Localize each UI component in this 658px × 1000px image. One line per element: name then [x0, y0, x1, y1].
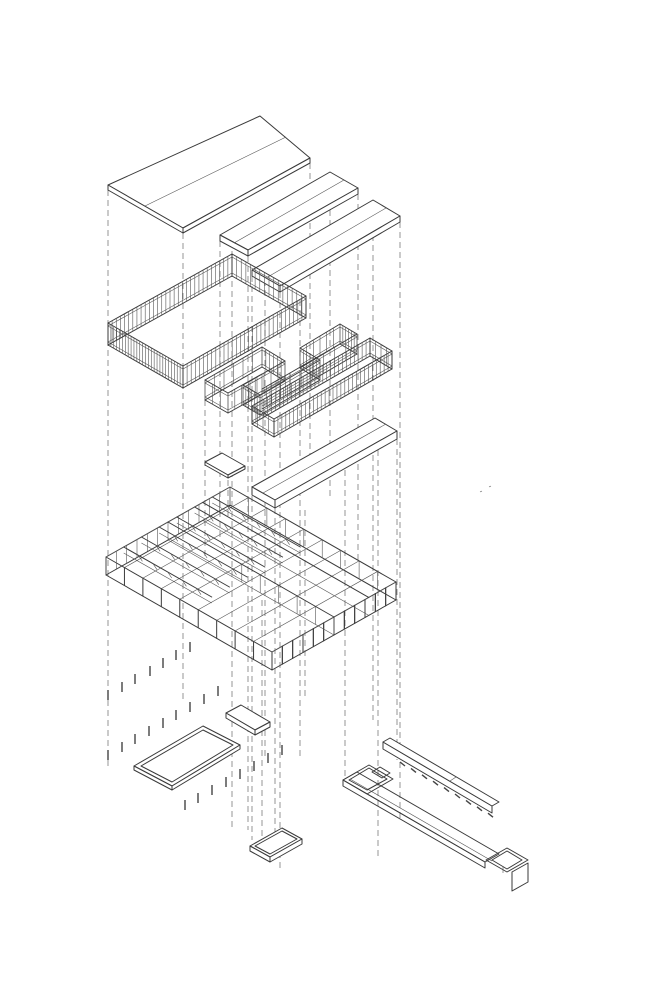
- structural-frame: [105, 486, 397, 671]
- columns-and-footings: [107, 642, 283, 810]
- pit: [249, 827, 303, 863]
- roof-large: [107, 115, 311, 234]
- roof-strip-1: [219, 171, 359, 257]
- slab-long: [251, 417, 398, 509]
- ground-tray: [133, 725, 241, 791]
- slab-small: [204, 452, 246, 479]
- roof-strip-2: [251, 199, 401, 293]
- facade-screen-large: [107, 253, 307, 389]
- facade-screen-middle: [204, 323, 358, 416]
- stray-marks: [479, 485, 492, 493]
- ground-small-slab: [225, 704, 271, 736]
- facade-screen-right: [251, 337, 393, 438]
- ground-plan: [342, 737, 529, 892]
